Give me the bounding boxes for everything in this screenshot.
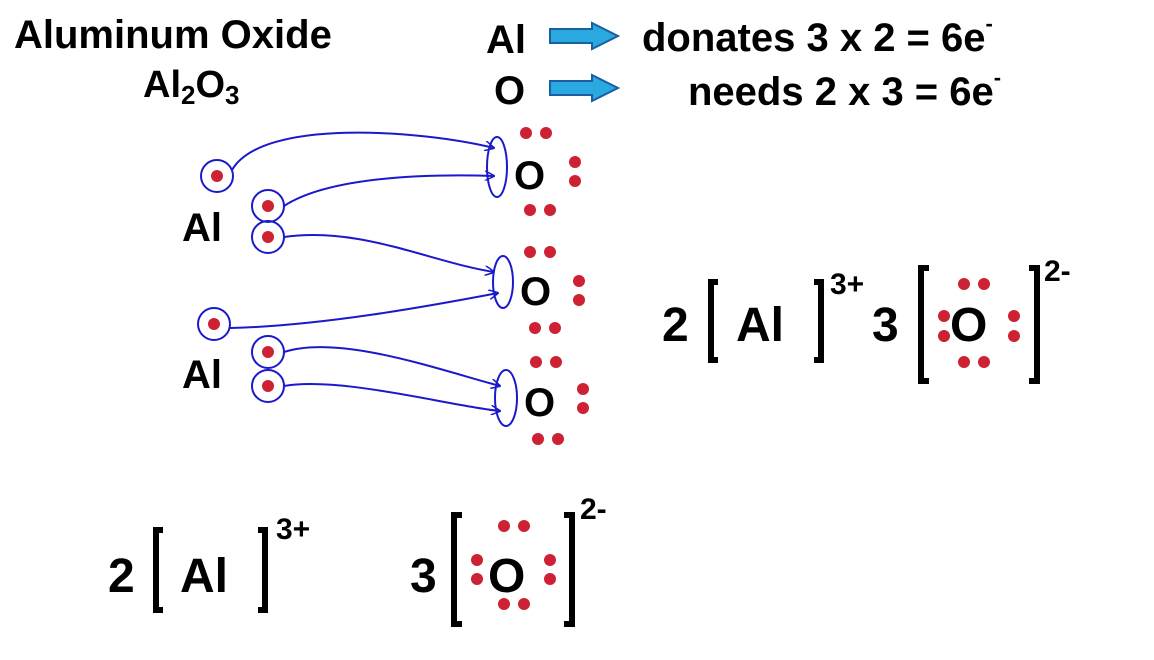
rule-al-electron-sup: - xyxy=(985,11,993,36)
o3-electron xyxy=(530,356,542,368)
o2-electron xyxy=(573,275,585,287)
bottom-al-bracket-right xyxy=(258,527,268,613)
transfer-arrow-4 xyxy=(229,293,498,329)
al1-electron-top xyxy=(211,170,223,182)
right-o-bracket-left xyxy=(918,265,929,384)
transfer-arrow-6 xyxy=(283,382,500,411)
right-o-electron xyxy=(958,356,970,368)
al2-electron-low xyxy=(262,380,274,392)
right-al-coef: 2 xyxy=(662,299,689,352)
formula-sub-3: 3 xyxy=(225,80,240,110)
bottom-al-symbol: Al xyxy=(180,550,228,603)
bottom-o-bracket-right xyxy=(564,512,575,627)
o2-electron xyxy=(544,246,556,258)
o3-electron xyxy=(552,433,564,445)
rule-o-text-main: needs 2 x 3 = 6e xyxy=(688,70,994,114)
bottom-o-electron xyxy=(544,554,556,566)
right-o-electron xyxy=(1008,310,1020,322)
rule-o-symbol: O xyxy=(494,69,526,113)
bottom-o-bracket-left xyxy=(451,512,462,627)
right-o-electron xyxy=(938,310,950,322)
right-o-coef: 3 xyxy=(872,299,899,352)
o-atom-1: O xyxy=(514,154,546,198)
right-o-electron xyxy=(938,330,950,342)
o1-electron xyxy=(540,127,552,139)
formula-o: O xyxy=(195,64,226,106)
al2-electron-top-circle xyxy=(197,307,231,341)
rule-o-electron-sup: - xyxy=(993,65,1002,90)
right-o-electron xyxy=(978,278,990,290)
bottom-o-electron xyxy=(471,573,483,585)
bottom-o-electron xyxy=(518,520,530,532)
al2-electron-low-circle xyxy=(251,369,285,403)
right-al-bracket-right xyxy=(814,279,824,363)
bottom-o-electron xyxy=(498,520,510,532)
bottom-al-bracket-left xyxy=(153,527,163,613)
transfer-arrow-5 xyxy=(283,346,500,386)
right-o-charge: 2- xyxy=(1044,255,1071,288)
right-al-charge: 3+ xyxy=(830,268,865,301)
o-rule-arrow-icon xyxy=(549,73,621,103)
right-o-bracket-right xyxy=(1029,265,1040,384)
bottom-o-electron xyxy=(498,598,510,610)
o2-electron xyxy=(549,322,561,334)
bottom-o-electron xyxy=(518,598,530,610)
receive-oval-3 xyxy=(494,369,518,427)
bottom-o-charge: 2- xyxy=(580,493,607,526)
formula-al: Al xyxy=(143,64,181,106)
al1-electron-mid xyxy=(262,200,274,212)
rule-al-text: donates 3 x 2 = 6e- xyxy=(642,11,993,60)
transfer-arrow-3 xyxy=(283,233,494,272)
right-o-symbol: O xyxy=(950,299,988,352)
o1-electron xyxy=(544,204,556,216)
o3-electron xyxy=(577,383,589,395)
rule-al-text-main: donates 3 x 2 = 6e xyxy=(642,16,986,60)
bottom-o-symbol: O xyxy=(488,550,526,603)
bottom-o-electron xyxy=(471,554,483,566)
right-o-electron xyxy=(958,278,970,290)
transfer-arrow-2 xyxy=(283,175,494,207)
receive-oval-2 xyxy=(492,255,514,309)
transfer-arrow-1 xyxy=(231,131,494,171)
right-al-symbol: Al xyxy=(736,299,784,352)
right-o-electron xyxy=(978,356,990,368)
page-title: Aluminum Oxide xyxy=(14,13,332,57)
bottom-al-charge: 3+ xyxy=(276,513,311,546)
o3-electron xyxy=(577,402,589,414)
o3-electron xyxy=(550,356,562,368)
chemical-formula: Al2O3 xyxy=(143,66,240,108)
o2-electron xyxy=(529,322,541,334)
rule-o-text: needs 2 x 3 = 6e- xyxy=(688,65,1002,114)
rule-al-symbol: Al xyxy=(486,18,526,62)
al-atom-1: Al xyxy=(182,206,222,250)
o1-electron xyxy=(569,175,581,187)
right-o-electron xyxy=(1008,330,1020,342)
o-atom-2: O xyxy=(520,270,552,314)
al1-electron-low-circle xyxy=(251,220,285,254)
bottom-al-coef: 2 xyxy=(108,550,135,603)
bottom-o-coef: 3 xyxy=(410,550,437,603)
o2-electron xyxy=(524,246,536,258)
al2-electron-mid-circle xyxy=(251,335,285,369)
receive-oval-1 xyxy=(486,136,508,198)
o1-electron xyxy=(569,156,581,168)
right-al-bracket-left xyxy=(708,279,718,363)
o1-electron xyxy=(524,204,536,216)
al-atom-2: Al xyxy=(182,353,222,397)
bottom-o-electron xyxy=(544,573,556,585)
al1-electron-top-circle xyxy=(200,159,234,193)
al-rule-arrow-icon xyxy=(549,21,621,51)
formula-sub-2: 2 xyxy=(181,80,196,110)
al2-electron-mid xyxy=(262,346,274,358)
o1-electron xyxy=(520,127,532,139)
al1-electron-low xyxy=(262,231,274,243)
o-atom-3: O xyxy=(524,381,556,425)
o3-electron xyxy=(532,433,544,445)
al2-electron-top xyxy=(208,318,220,330)
o2-electron xyxy=(573,294,585,306)
